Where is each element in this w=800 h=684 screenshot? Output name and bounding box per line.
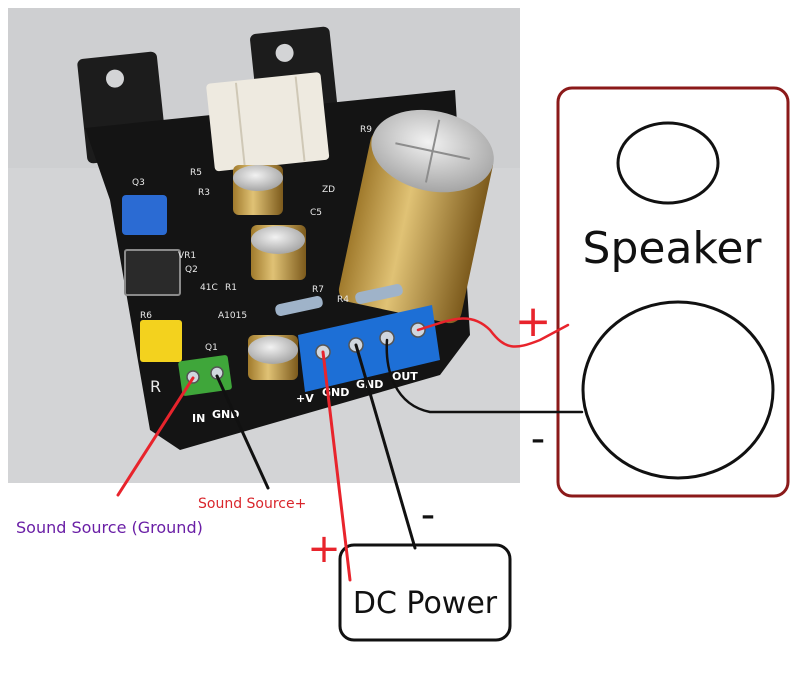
regulator-chip (124, 249, 181, 296)
silk-r5: R5 (190, 168, 202, 178)
silk-q3: Q3 (132, 178, 145, 188)
silk-r3: R3 (198, 188, 210, 198)
silk-41c: 41C (200, 283, 218, 293)
speaker-frame (556, 86, 790, 498)
capacitor-small-3 (248, 335, 298, 380)
silkscreen-labels: Q3 R5 R3 VR1 Q2 41C R1 R6 A1015 Q1 C5 ZD… (132, 125, 372, 396)
resistor-r7 (275, 296, 323, 316)
dc-power-label: DC Power (353, 586, 498, 621)
power-minus-mark: - (421, 492, 435, 538)
silk-r-letter: R (150, 377, 161, 396)
silk-q2: Q2 (185, 265, 198, 275)
yellow-capacitor (140, 320, 182, 362)
label-vplus: +V (296, 392, 314, 405)
speaker-woofer (581, 300, 775, 480)
speaker-label: Speaker (583, 223, 763, 274)
label-gnd2: GND (356, 378, 383, 391)
wire-power-plus (321, 350, 352, 582)
speaker-plus-mark: + (515, 296, 552, 347)
silk-r1: R1 (225, 283, 237, 293)
silk-zd: ZD (322, 185, 335, 195)
wire-speaker-minus (385, 338, 584, 414)
board-photo: Q3 R5 R3 VR1 Q2 41C R1 R6 A1015 Q1 C5 ZD… (8, 8, 520, 483)
terminal-block-input (178, 355, 232, 396)
silk-r7: R7 (312, 285, 324, 295)
capacitor-large (338, 109, 494, 324)
sound-source-plus-label: Sound Source+ (198, 496, 306, 512)
sound-source-ground-label: Sound Source (Ground) (16, 518, 203, 537)
capacitor-small-1 (233, 165, 283, 215)
wires (116, 317, 584, 582)
resistor-r4 (355, 284, 403, 304)
speaker-minus-mark: - (531, 416, 545, 462)
label-in: IN (192, 412, 205, 425)
dc-power-frame (338, 543, 512, 642)
wire-source-ground (116, 376, 195, 497)
label-out: OUT (392, 370, 418, 383)
silk-q1: Q1 (205, 343, 218, 353)
wire-speaker-plus (416, 317, 570, 348)
silk-r6: R6 (140, 311, 152, 321)
silk-r9: R9 (360, 125, 372, 135)
dc-power-box: DC Power (338, 543, 512, 642)
speaker-tweeter (616, 121, 720, 205)
ceramic-resistor (206, 72, 330, 172)
trimmer-pot (122, 195, 167, 235)
speaker-box: Speaker (556, 86, 790, 498)
wire-source-signal (215, 374, 270, 490)
silk-vr1: VR1 (178, 251, 196, 261)
silk-c5: C5 (310, 208, 322, 218)
capacitor-small-2 (251, 225, 306, 280)
wire-power-minus (354, 343, 417, 550)
power-plus-mark: + (307, 526, 341, 572)
silk-a1015: A1015 (218, 311, 247, 321)
silk-r4: R4 (337, 295, 349, 305)
